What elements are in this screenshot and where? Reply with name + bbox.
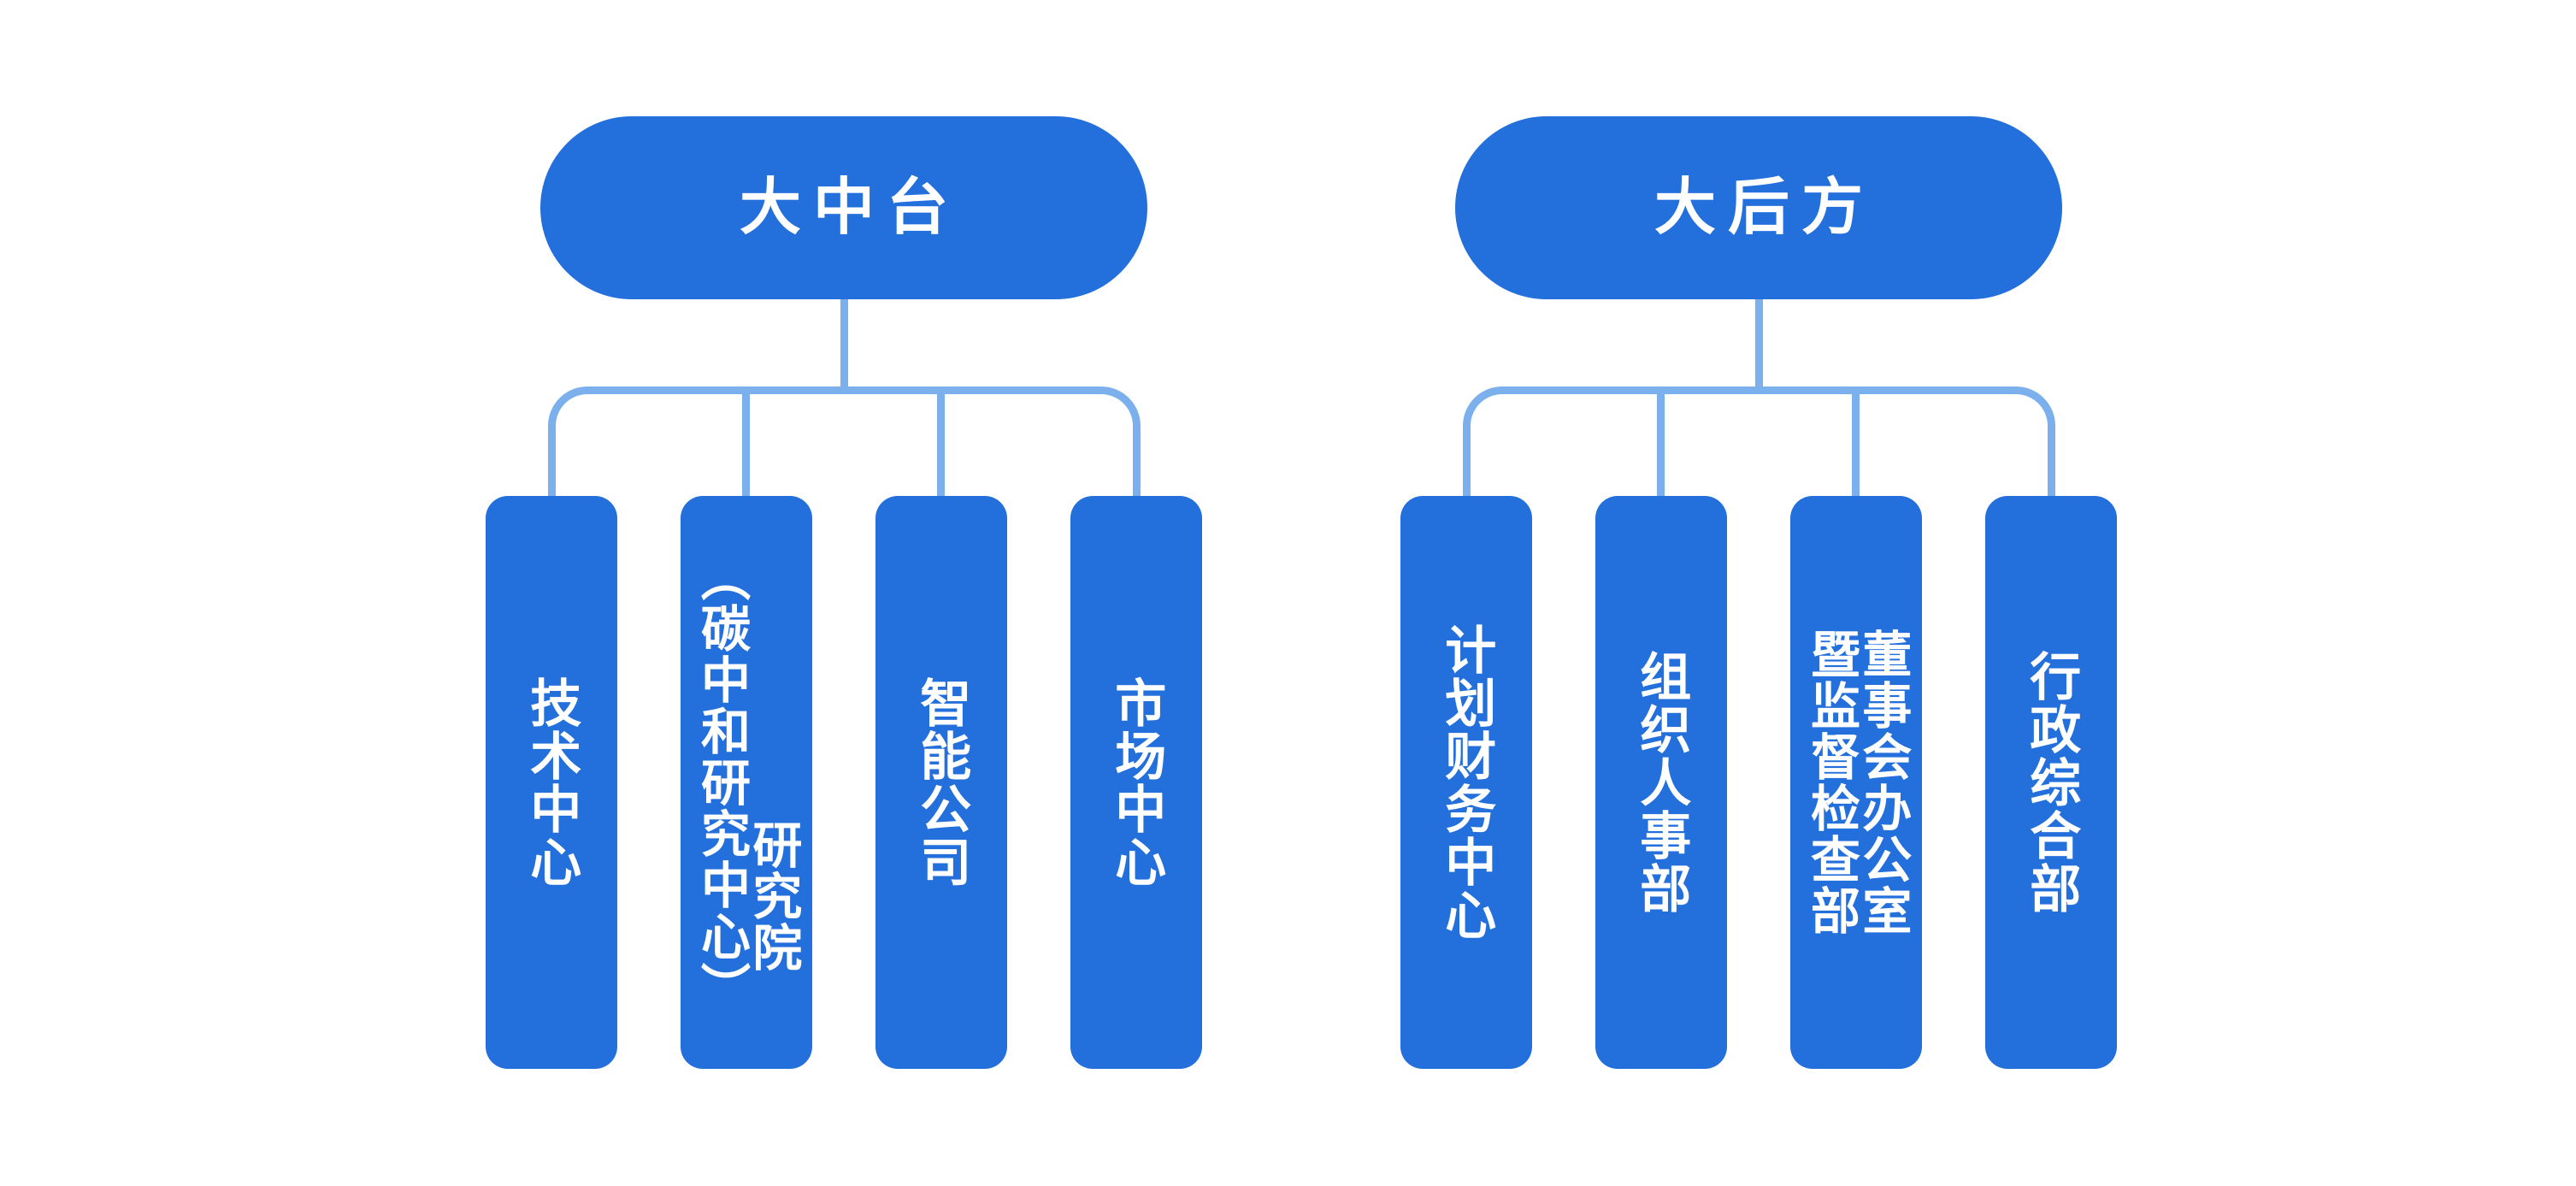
connector-bus-houfang <box>1463 386 2055 511</box>
connector-drop-houfang-2 <box>1657 386 1665 511</box>
node-organization-hr-dept-label: 组织人事部 <box>1632 650 1690 915</box>
node-planning-finance-center[interactable]: 计划财务中心 <box>1400 496 1532 1069</box>
group-header-zhongtai[interactable]: 大中台 <box>540 116 1147 299</box>
node-research-institute-label-col-left: 研究院 <box>745 819 801 973</box>
node-board-office-supervision-label-col-left: 董事会办公室 <box>1854 628 1911 936</box>
node-board-office-supervision[interactable]: 暨监督检查部 董事会办公室 <box>1790 496 1922 1069</box>
node-tech-center-label: 技术中心 <box>522 676 581 888</box>
node-research-institute[interactable]: （碳中和研究中心） 研究院 <box>681 496 812 1069</box>
node-market-center[interactable]: 市场中心 <box>1070 496 1202 1069</box>
connector-stem-houfang <box>1755 299 1763 393</box>
node-planning-finance-center-label: 计划财务中心 <box>1437 623 1495 941</box>
connector-drop-houfang-3 <box>1852 386 1860 511</box>
group-header-houfang[interactable]: 大后方 <box>1455 116 2062 299</box>
node-intelligent-company[interactable]: 智能公司 <box>875 496 1007 1069</box>
node-administration-dept[interactable]: 行政综合部 <box>1985 496 2117 1069</box>
connector-drop-zhongtai-2 <box>742 386 750 511</box>
node-organization-hr-dept[interactable]: 组织人事部 <box>1595 496 1727 1069</box>
node-tech-center[interactable]: 技术中心 <box>486 496 617 1069</box>
node-board-office-supervision-label-col-right: 暨监督检查部 <box>1803 628 1859 936</box>
connector-bus-zhongtai <box>548 386 1141 511</box>
connector-drop-zhongtai-3 <box>937 386 945 511</box>
connector-stem-zhongtai <box>840 299 848 393</box>
node-administration-dept-label: 行政综合部 <box>2022 650 2080 915</box>
node-intelligent-company-label: 智能公司 <box>912 676 970 888</box>
node-research-institute-label-col-right: （碳中和研究中心） <box>693 552 749 1013</box>
group-header-houfang-label: 大后方 <box>1653 174 1875 242</box>
node-market-center-label: 市场中心 <box>1107 676 1165 888</box>
group-header-zhongtai-label: 大中台 <box>739 174 960 242</box>
